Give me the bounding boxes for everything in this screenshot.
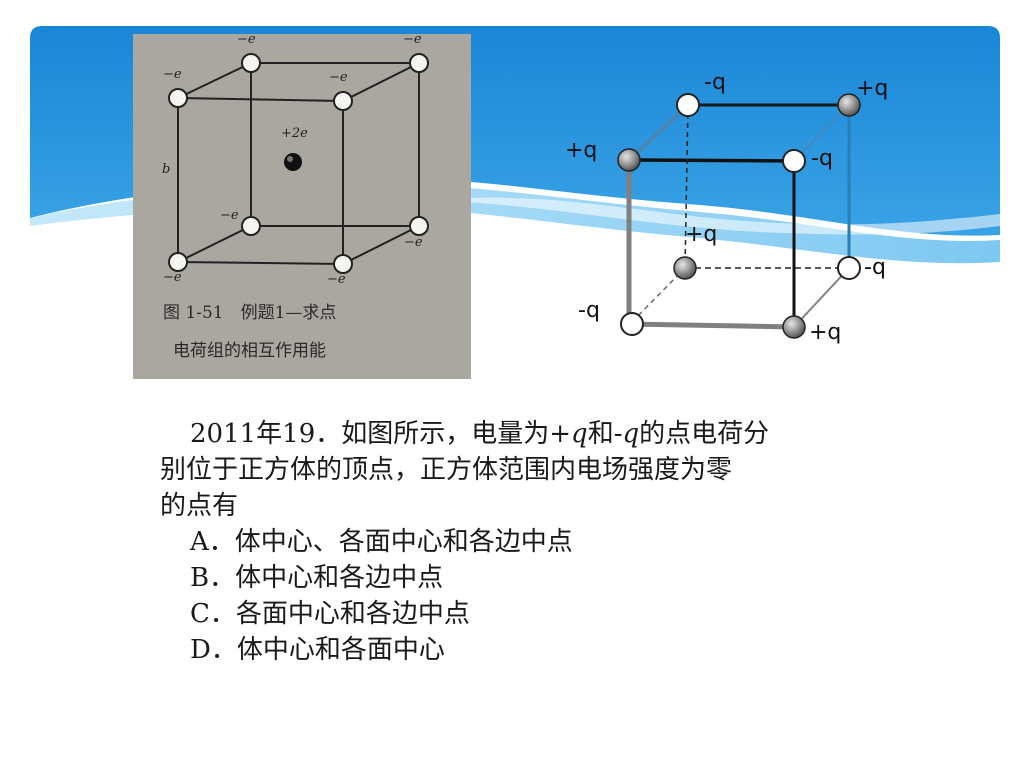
charge-node (241, 216, 261, 236)
q-label-bottom-back-left: +q (685, 222, 718, 247)
q-label-bottom-front-right: +q (809, 320, 842, 345)
negative-charge-node (782, 149, 806, 173)
label-bottom-front-right: −e (327, 272, 346, 287)
label-top-front-right: −e (329, 70, 348, 85)
negative-charge-node (620, 312, 644, 336)
variable-q: q (571, 419, 588, 449)
figure-caption-line2: 电荷组的相互作用能 (173, 341, 326, 361)
question-text: 2011年19．如图所示，电量为+q和-q的点电荷分 别位于正方体的顶点，正方体… (160, 416, 920, 668)
option-c: C．各面中心和各边中点 (190, 599, 470, 629)
q-label-bottom-front-left: -q (578, 298, 600, 323)
figure-caption-line1: 图 1-51 例题1—求点 (163, 303, 337, 323)
charge-node (409, 216, 429, 236)
label-center-charge: +2e (281, 126, 308, 141)
charge-node (333, 254, 353, 274)
charge-node (168, 252, 188, 272)
q-label-top-back-right: +q (856, 76, 889, 101)
question-line: 2011年19．如图所示，电量为+q和-q的点电荷分 (160, 416, 920, 452)
center-charge (284, 153, 302, 171)
question-line: 别位于正方体的顶点，正方体范围内电场强度为零 (160, 455, 733, 485)
charge-node (409, 53, 429, 73)
label-bottom-back-right: −e (404, 235, 423, 250)
charge-node (333, 91, 353, 111)
label-bottom-front-left: −e (163, 270, 182, 285)
label-top-front-left: −e (163, 67, 182, 82)
q-label-top-front-right: -q (811, 146, 833, 171)
option-a: A．体中心、各面中心和各边中点 (190, 527, 573, 557)
negative-charge-node (837, 256, 861, 280)
label-top-back-right: −e (403, 34, 422, 47)
charge-node (168, 88, 188, 108)
option-b: B．体中心和各边中点 (190, 563, 444, 593)
question-line: 的点有 (160, 491, 239, 521)
option-d: D．体中心和各面中心 (190, 635, 445, 665)
variable-q: q (622, 419, 640, 449)
q-label-top-front-left: +q (565, 138, 598, 163)
cube-diagram-left (168, 53, 429, 274)
question-text-part: 的点电荷分 (639, 419, 770, 449)
textbook-figure-image: −e −e −e −e +2e b −e −e −e −e 图 1-51 例题1… (133, 34, 471, 379)
positive-charge-node (617, 148, 641, 172)
label-top-back-left: −e (237, 34, 256, 47)
charge-node (241, 53, 261, 73)
positive-charge-node (782, 315, 806, 339)
question-text-part: 2011年19．如图所示，电量为+ (190, 419, 572, 449)
positive-charge-node (673, 256, 697, 280)
label-edge-length: b (162, 162, 171, 177)
question-text-part: 和- (587, 419, 623, 449)
negative-charge-node (676, 93, 700, 117)
q-label-top-back-left: -q (704, 70, 726, 95)
cube-diagram-right: -q +q +q -q +q -q -q +q (560, 60, 920, 360)
label-bottom-back-left: −e (220, 208, 239, 223)
q-label-bottom-back-right: -q (864, 255, 886, 280)
positive-charge-node (837, 93, 861, 117)
